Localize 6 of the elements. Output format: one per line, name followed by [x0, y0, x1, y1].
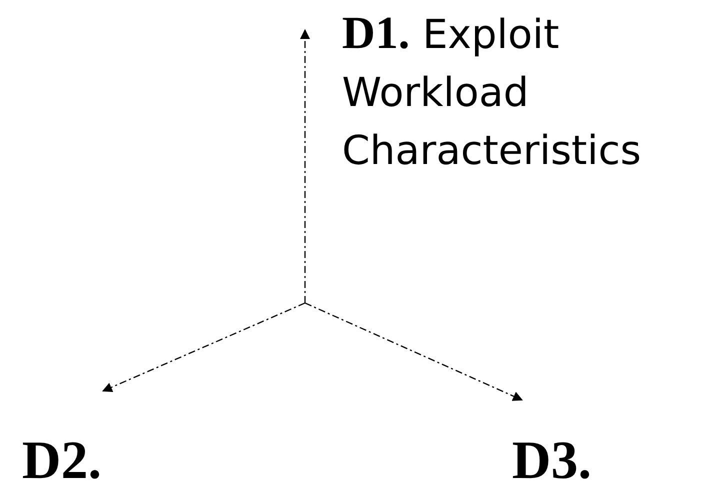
arrow [304, 302, 523, 401]
axis-label: D1. Exploit Workload Characteristics [342, 4, 707, 180]
arrow [102, 302, 306, 392]
arrow [300, 29, 310, 303]
axis-label: D2. [22, 430, 142, 490]
axis-label: D3. [512, 430, 632, 490]
